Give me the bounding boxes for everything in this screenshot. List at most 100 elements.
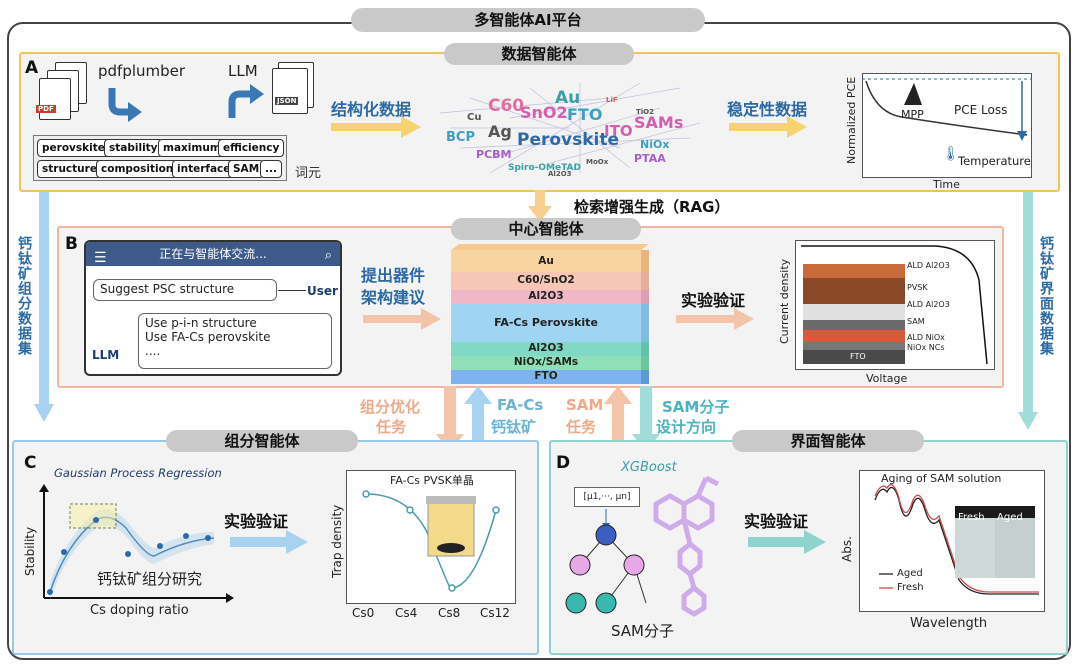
xgboost-label: XGBoost <box>621 460 677 475</box>
comp-opt-label-1: 组分优化 <box>360 398 421 416</box>
legend-fresh: Fresh <box>897 582 924 593</box>
panel-a-letter: A <box>25 58 39 78</box>
wordcloud-term: BCP <box>446 130 475 145</box>
facs-label-1: FA-Cs <box>497 396 544 414</box>
llm-line: .... <box>145 344 161 358</box>
right-dataset-arrow <box>1018 192 1038 430</box>
word-cloud-links <box>439 82 701 174</box>
wordcloud-term: TiO2 <box>636 108 654 116</box>
trap-tick: Cs0 <box>352 606 375 620</box>
pdf-badge: PDF <box>36 105 56 113</box>
keyword-chip: efficiency <box>218 139 285 157</box>
trap-chart-title: FA-Cs PVSK单晶 <box>390 474 474 487</box>
stability-curve <box>862 78 1032 141</box>
thermometer-icon: 🌡 <box>942 146 960 162</box>
llm-line: Use p-i-n structure <box>145 316 257 330</box>
layer-au: Au <box>538 255 554 267</box>
panel-a-title: 数据智能体 <box>444 43 634 65</box>
sam-molecule-label: SAM分子 <box>611 622 675 640</box>
gpr-label: Gaussian Process Regression <box>54 466 222 480</box>
device-stack-bg <box>451 244 649 384</box>
panel-c-verify-label: 实验验证 <box>224 512 289 531</box>
interface-dataset-label: 钙钛矿界面数据集 <box>1038 236 1054 356</box>
curved-arrow-icon <box>108 88 142 122</box>
pdf-doc-icon: PDF <box>36 78 71 120</box>
search-icon[interactable]: ⌕ <box>324 248 332 263</box>
tool-llm: LLM <box>228 62 258 80</box>
llm-message: Use p-i-n structure Use FA-Cs perovskite… <box>138 313 332 369</box>
gpr-xlabel: Cs doping ratio <box>90 603 189 618</box>
panel-b-letter: B <box>65 234 78 254</box>
wordcloud-term: MoOx <box>586 158 609 166</box>
aging-spectrum <box>874 484 1039 595</box>
jv-stack-and-curve <box>801 245 988 365</box>
aging-xlabel: Wavelength <box>910 616 988 631</box>
layer-al2o3-top: Al2O3 <box>528 290 564 302</box>
arrow-down-icon <box>528 190 552 222</box>
arrow-right-icon <box>729 116 807 138</box>
decision-tree <box>565 509 647 614</box>
keyword-chip: perovskite <box>37 139 110 157</box>
layer-fto: FTO <box>534 370 558 382</box>
stability-chart <box>862 73 1032 178</box>
sam-dir-label-1: SAM分子 <box>662 398 730 416</box>
mpp-label: MPP <box>901 108 924 121</box>
keyword-chip: structure <box>37 160 102 178</box>
wordcloud-term: Ag <box>488 122 512 141</box>
layer-c60-sno2: C60/SnO2 <box>517 274 575 286</box>
aging-chart-title: Aging of SAM solution <box>881 472 1002 485</box>
panel-d-letter: D <box>556 453 571 473</box>
jv-stack-label: PVSK <box>907 283 928 292</box>
chart-xlabel: Time <box>933 178 960 191</box>
wordcloud-term: PCBM <box>476 148 512 161</box>
wordcloud-term: Cu <box>467 112 482 123</box>
llm-label: LLM <box>92 348 120 362</box>
user-label: User <box>307 284 338 298</box>
wordcloud-term: Spiro-OMeTAD <box>508 163 581 173</box>
arrow-right-icon <box>676 308 754 330</box>
arrow-right-icon <box>230 530 308 554</box>
stability-data-label: 稳定性数据 <box>727 100 808 119</box>
photo-label-fresh: Fresh <box>958 512 985 523</box>
chart-ylabel: Normalized PCE <box>845 76 858 164</box>
propose-label-line1: 提出器件 <box>361 266 426 285</box>
keywords-label: 词元 <box>295 166 322 181</box>
device-stack: Au C60/SnO2 Al2O3 FA-Cs Perovskite Al2O3… <box>451 244 649 386</box>
structured-data-label: 结构化数据 <box>331 100 412 119</box>
facs-label-2: 钙钛矿 <box>491 418 537 436</box>
jv-stack-label: SAM <box>907 317 925 326</box>
trap-tick: Cs4 <box>395 606 418 620</box>
composition-study-label: 钙钛矿组分研究 <box>97 570 203 588</box>
panel-b-title: 中心智能体 <box>451 218 641 240</box>
jv-ylabel: Current density <box>778 258 791 344</box>
sam-task-label-1: SAM <box>566 396 604 414</box>
keyword-chip: interface <box>172 160 236 178</box>
panel-c-title: 组分智能体 <box>166 430 358 452</box>
chat-header: ☰ 正在与智能体交流... ⌕ <box>86 242 340 266</box>
curved-arrow-icon <box>228 84 264 118</box>
trap-density-curve <box>362 490 500 592</box>
wordcloud-term: SnO2 <box>520 103 568 122</box>
trap-ylabel: Trap density <box>330 504 344 578</box>
gpr-ylabel: Stability <box>23 526 37 576</box>
sam-dir-label-2: 设计方向 <box>656 418 717 436</box>
json-badge: JSON <box>275 97 299 105</box>
jv-stack-label: ALD Al2O3 <box>907 261 950 270</box>
wordcloud-term: ITO <box>604 122 633 140</box>
legend-aged: Aged <box>897 568 923 579</box>
wordcloud-term: C60 <box>488 96 525 116</box>
layer-niox-sams: NiOx/SAMs <box>513 356 579 368</box>
chat-header-text: 正在与智能体交流... <box>159 247 267 261</box>
panel-d-title: 界面智能体 <box>732 430 924 452</box>
llm-line: Use FA-Cs perovskite <box>145 330 271 344</box>
photo-label-aged: Aged <box>997 512 1023 523</box>
keyword-chip: maximum <box>158 139 226 157</box>
sam-task-label-2: 任务 <box>566 418 597 436</box>
wordcloud-term: Au <box>555 88 581 108</box>
trap-tick: Cs12 <box>480 606 510 620</box>
panel-c-letter: C <box>24 453 37 473</box>
menu-icon[interactable]: ☰ <box>94 250 107 266</box>
comp-opt-label-2: 任务 <box>376 418 407 436</box>
user-connector <box>278 290 306 291</box>
sam-molecule-icon <box>653 475 720 617</box>
